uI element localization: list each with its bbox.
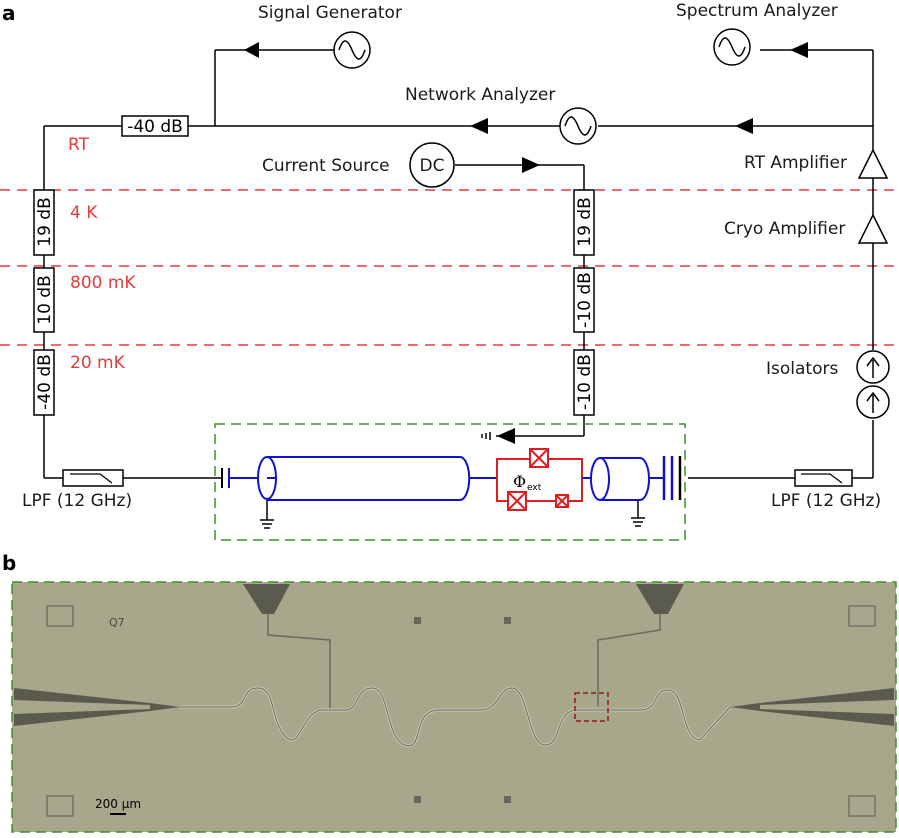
attenuator-label: 10 dB (35, 275, 55, 325)
flux-symbol: Φ (513, 472, 526, 491)
attenuator-label: -10 dB (575, 354, 595, 410)
arrow-to-spec (790, 42, 808, 58)
stage-label-rt: RT (68, 135, 90, 155)
attenuator-left-4k: 19 dB (33, 189, 55, 256)
temperature-stage-lines (0, 189, 899, 346)
attenuator-label: -40 dB (35, 354, 55, 410)
squid: Φ ext (496, 448, 583, 511)
network-analyzer-label: Network Analyzer (405, 85, 555, 105)
signal-generator (333, 31, 371, 69)
flux-subscript: ext (527, 483, 542, 493)
attenuator-right-20mk: -10 dB (573, 349, 595, 416)
cryo-amplifier-icon (857, 213, 889, 244)
lpf-left-icon (62, 469, 124, 487)
attenuator-label: 19 dB (35, 197, 55, 247)
input-capacitor (221, 468, 258, 488)
lpf-right-icon (794, 469, 853, 487)
dc-label: DC (420, 156, 445, 176)
panel-label-b: b (2, 551, 16, 575)
attenuator-left-800mk: 10 dB (33, 267, 55, 333)
stage-label-20mk: 20 mK (70, 353, 126, 373)
arrow-from-dc (522, 157, 540, 173)
spectrum-analyzer (713, 28, 751, 66)
scale-bar-label: 200 μm (95, 797, 141, 811)
signal-generator-label: Signal Generator (258, 3, 402, 23)
arrow-to-ground (497, 428, 515, 444)
network-analyzer (559, 107, 597, 145)
attenuator-right-4k: 19 dB (573, 189, 595, 256)
device-label: Q7 (109, 616, 125, 629)
attenuator-label: -40 dB (127, 117, 183, 137)
cryo-amplifier-label: Cryo Amplifier (724, 219, 845, 239)
current-source: DC (409, 142, 455, 188)
attenuator-left-20mk: -40 dB (33, 349, 55, 416)
attenuator-label: -10 dB (575, 272, 595, 328)
attenuator-label: 19 dB (575, 197, 595, 247)
panel-label-a: a (2, 1, 16, 25)
stage-label-800mk: 800 mK (70, 273, 136, 293)
arrow-from-rt-amp (735, 118, 753, 134)
isolators-label: Isolators (766, 359, 838, 379)
stage-label-4k: 4 K (70, 203, 98, 223)
spectrum-analyzer-label: Spectrum Analyzer (676, 1, 838, 21)
attenuator-right-800mk: -10 dB (573, 267, 595, 333)
rt-amplifier-icon (857, 148, 889, 179)
isolator-icon (856, 385, 890, 419)
arrow-to-sig-gen (244, 42, 259, 58)
attenuator-rt-in: -40 dB (121, 115, 189, 137)
chip-micrograph: Q7 200 μm (11, 581, 897, 833)
current-source-label: Current Source (262, 156, 390, 176)
lpf-right-label: LPF (12 GHz) (771, 491, 881, 511)
signal-arrows (244, 42, 808, 444)
sample-box (214, 423, 686, 541)
isolator-icon (856, 350, 890, 384)
short-coax (590, 456, 682, 527)
arrow-to-left (470, 118, 488, 134)
rt-amplifier-label: RT Amplifier (744, 153, 847, 173)
wiring (43, 49, 874, 479)
lpf-left-label: LPF (12 GHz) (22, 491, 132, 511)
resonator-coax (257, 456, 471, 529)
